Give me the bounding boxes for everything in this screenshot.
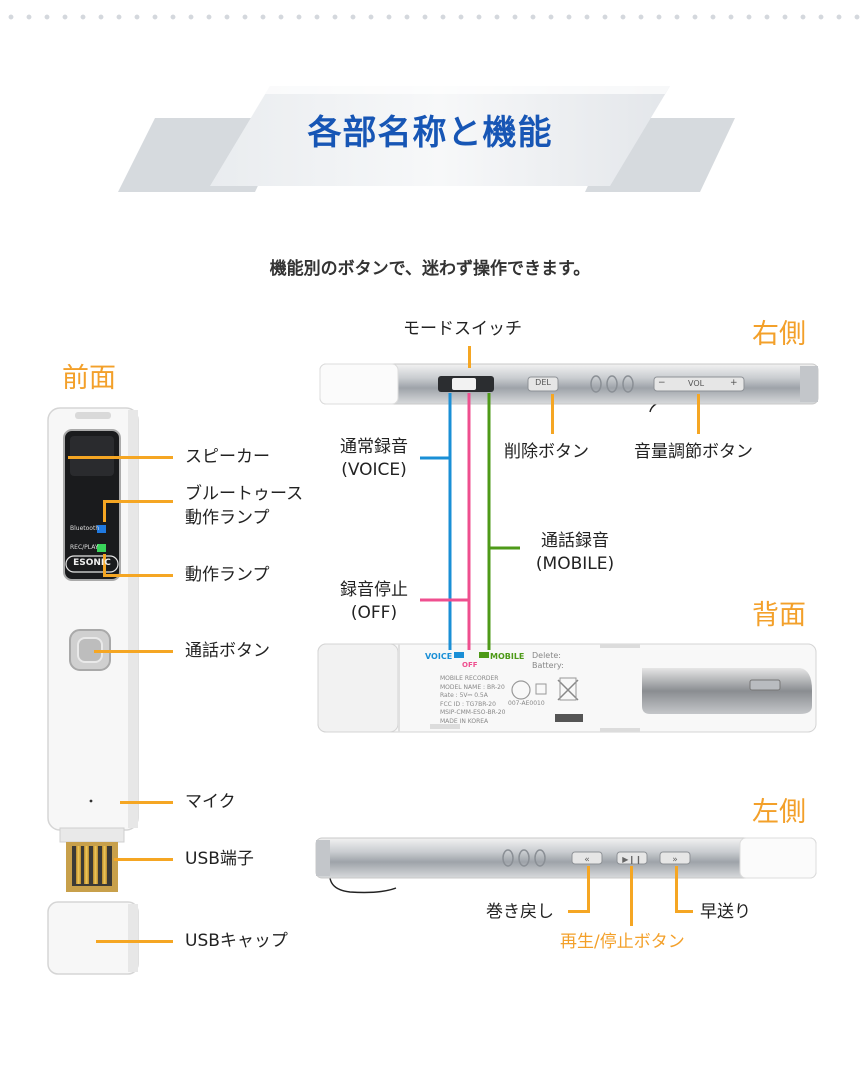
callout-usb-line (114, 858, 173, 861)
callout-cap-line (96, 940, 173, 943)
device-back (317, 643, 817, 733)
spec-line: MOBILE RECORDER (440, 675, 499, 682)
label-call-rec-1: 通話録音 (541, 531, 609, 551)
svg-text:▶❙❙: ▶❙❙ (622, 855, 642, 864)
back-spec-block: MOBILE RECORDER MODEL NAME : BR-20 Rate … (440, 675, 505, 726)
callout-forward-vline (675, 866, 678, 912)
callout-lamp-line (103, 574, 173, 577)
callout-lamp-vline (103, 554, 106, 576)
label-play-stop: 再生/停止ボタン (560, 932, 685, 952)
label-bluetooth-2: 動作ランプ (185, 508, 270, 528)
device-brand: ESONIC (73, 558, 111, 568)
callout-rewind-hline (568, 910, 590, 913)
callout-play-stop-line (630, 866, 633, 926)
label-mode-switch: モードスイッチ (403, 319, 522, 339)
back-delete-text: Delete: (532, 651, 561, 660)
label-stop-rec-1: 録音停止 (340, 580, 408, 600)
spec-line: Rate : 5V⎓ 0.5A (440, 692, 488, 699)
label-normal-rec-2: (VOICE) (341, 460, 407, 480)
label-stop-rec-2: (OFF) (350, 603, 398, 623)
mode-switch-lines (420, 393, 520, 650)
title-banner (118, 86, 735, 192)
callout-speaker-line (68, 456, 173, 459)
label-mic: マイク (185, 792, 236, 812)
label-usb-port: USB端子 (185, 849, 254, 869)
back-mobile-text: MOBILE (490, 652, 525, 661)
device-del-text: DEL (535, 378, 551, 387)
section-left: 左側 (752, 797, 806, 828)
device-right-side (319, 363, 819, 413)
callout-bluetooth-line (103, 500, 173, 503)
section-back: 背面 (752, 600, 806, 631)
label-usb-cap: USBキャップ (185, 931, 288, 951)
section-front: 前面 (62, 363, 116, 394)
svg-text:»: » (672, 855, 678, 865)
spec-line: MODEL NAME : BR-20 (440, 683, 505, 691)
device-vol-minus: − (658, 378, 666, 388)
callout-bluetooth-vline (103, 500, 106, 522)
device-bluetooth-text: Bluetooth (70, 525, 100, 532)
label-operation-lamp: 動作ランプ (185, 565, 270, 585)
page-title: 各部名称と機能 (307, 113, 553, 153)
back-cert-no: 007-AE0010 (508, 700, 545, 707)
spec-line: MADE IN KOREA (440, 717, 489, 725)
label-volume-button: 音量調節ボタン (634, 442, 753, 462)
callout-delete-line (551, 394, 554, 434)
back-battery-text: Battery: (532, 661, 564, 670)
top-dotted-border (0, 14, 860, 20)
spec-line: MSIP-CMM-ESO-BR-20 (440, 709, 506, 716)
callout-mic-line (120, 801, 173, 804)
back-voice-text: VOICE (425, 652, 453, 661)
label-rewind: 巻き戻し (486, 902, 554, 922)
label-delete-button: 削除ボタン (504, 442, 589, 462)
label-forward: 早送り (700, 902, 751, 922)
label-call-rec-2: (MOBILE) (535, 554, 615, 574)
callout-rewind-vline (587, 866, 590, 912)
svg-text:«: « (584, 855, 590, 865)
section-right: 右側 (752, 319, 806, 350)
back-off-text: OFF (462, 661, 478, 669)
device-vol-plus: + (730, 378, 738, 388)
label-speaker: スピーカー (185, 447, 270, 467)
page-subtitle: 機能別のボタンで、迷わず操作できます。 (269, 259, 591, 279)
device-left-side: « ▶❙❙ » (315, 837, 817, 894)
callout-call-line (94, 650, 173, 653)
device-recplay-text: REC/PLAY (70, 544, 99, 551)
callout-mode-switch-line (468, 346, 471, 368)
callout-volume-line (697, 394, 700, 434)
label-bluetooth-1: ブルートゥース (185, 484, 304, 504)
device-vol-text: VOL (688, 379, 705, 388)
spec-line: FCC ID : TG7BR-20 (440, 700, 496, 708)
device-front (47, 407, 139, 975)
label-normal-rec-1: 通常録音 (340, 437, 408, 457)
label-call-button: 通話ボタン (185, 641, 270, 661)
callout-forward-hline (675, 910, 693, 913)
